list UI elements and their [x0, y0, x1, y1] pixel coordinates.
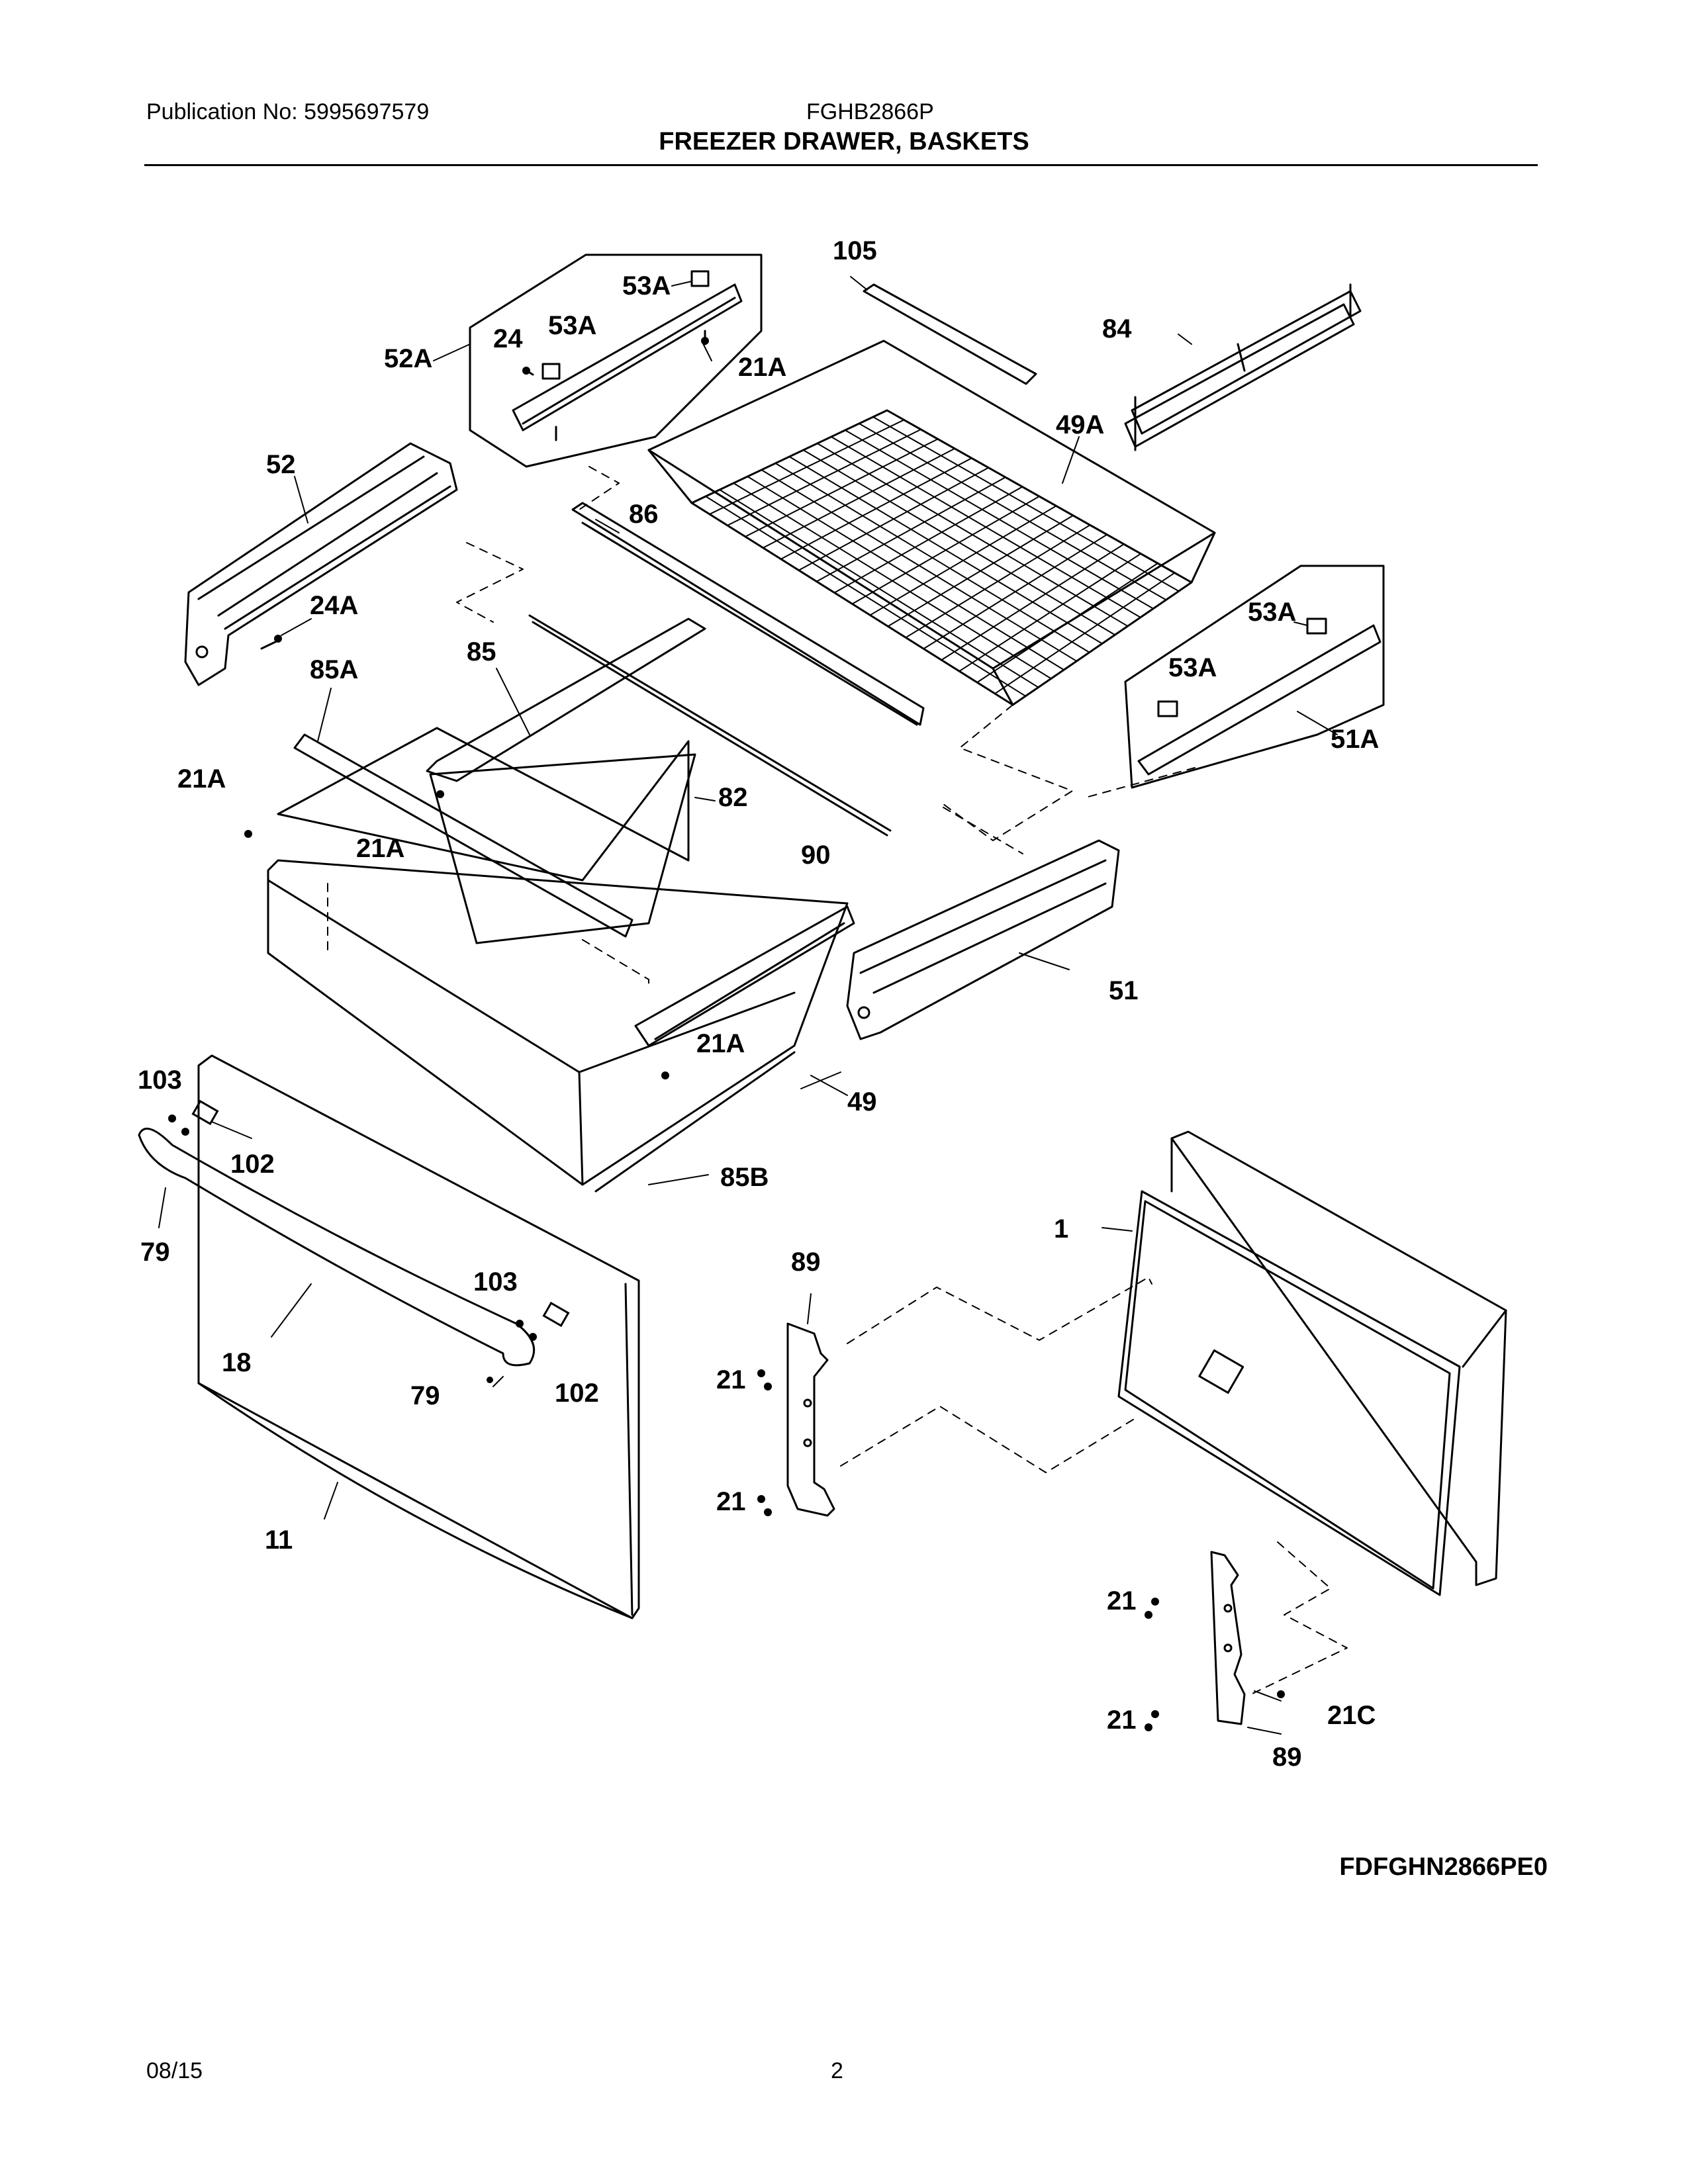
- bracket-89-lower: [1210, 1551, 1246, 1725]
- crossbar-85a: [293, 733, 633, 938]
- rod-90: [528, 614, 892, 832]
- callout-103: 103: [138, 1066, 182, 1095]
- door-liner: [1170, 1130, 1507, 1586]
- slide-rail-52: [184, 442, 458, 686]
- basket-wire-grid: [705, 416, 1180, 697]
- freezer-drawer-49: [267, 727, 855, 1193]
- callout-51a: 51A: [1331, 725, 1379, 754]
- fasteners: [168, 337, 1285, 1731]
- assembly-guide-lines: [327, 466, 1348, 1695]
- callout-89: 89: [791, 1248, 821, 1277]
- callout-82: 82: [718, 783, 748, 812]
- callout-labels: 53A 24 53A 52A 21A 105 84 49A 52 86 24A …: [138, 236, 1379, 1772]
- callout-18: 18: [222, 1348, 252, 1377]
- drawer-front-panel-11: [197, 1054, 640, 1619]
- callout-21: 21: [1107, 1706, 1137, 1735]
- callout-103: 103: [473, 1267, 518, 1297]
- handle-bracket-102: [191, 1099, 570, 1328]
- callout-85a: 85A: [310, 655, 358, 684]
- diagram-code: FDFGHN2866PE0: [1339, 1853, 1548, 1881]
- callout-89: 89: [1272, 1743, 1302, 1772]
- callout-11: 11: [265, 1525, 293, 1555]
- slide-rail-51: [846, 839, 1120, 1040]
- tray-85: [426, 617, 706, 782]
- front-rail-105: [863, 283, 1037, 385]
- page-number: 2: [831, 2058, 843, 2083]
- callout-24: 24: [493, 324, 523, 353]
- callout-79: 79: [410, 1381, 440, 1410]
- callout-90: 90: [801, 841, 831, 870]
- callout-102: 102: [230, 1150, 275, 1179]
- callout-21a: 21A: [177, 764, 226, 794]
- callout-21: 21: [716, 1365, 746, 1394]
- footer-date: 08/15: [146, 2058, 203, 2083]
- callout-86: 86: [629, 500, 659, 529]
- callout-102: 102: [555, 1379, 599, 1408]
- door-gasket-1: [1117, 1190, 1461, 1596]
- callout-85: 85: [467, 637, 496, 666]
- callout-105: 105: [833, 236, 877, 265]
- bracket-89-upper: [786, 1322, 835, 1517]
- callout-1: 1: [1054, 1214, 1068, 1244]
- callout-52a: 52A: [384, 344, 432, 373]
- callout-85b: 85B: [720, 1163, 769, 1192]
- callout-21: 21: [716, 1487, 746, 1516]
- slide-rail-51a-detail: [1124, 565, 1385, 789]
- callout-53a: 53A: [1248, 598, 1296, 627]
- callout-21a: 21A: [696, 1029, 745, 1058]
- callout-21c: 21C: [1327, 1701, 1376, 1730]
- callout-21a: 21A: [738, 353, 786, 382]
- header-rule: [144, 164, 1538, 166]
- callout-24a: 24A: [310, 591, 358, 620]
- model-number: FGHB2866P: [806, 99, 934, 124]
- callout-52: 52: [266, 450, 296, 479]
- handle-18: [138, 1128, 536, 1367]
- callout-49: 49: [847, 1087, 877, 1116]
- slide-rail-52a-detail: [469, 253, 763, 468]
- callout-21a: 21A: [356, 834, 404, 863]
- wire-basket-49a: [647, 340, 1216, 706]
- publication-number: Publication No: 5995697579: [146, 99, 430, 124]
- callout-53a: 53A: [1168, 653, 1217, 682]
- callout-53a: 53A: [548, 311, 596, 340]
- callout-79: 79: [140, 1238, 170, 1267]
- divider-84: [1124, 283, 1362, 451]
- callout-53a: 53A: [622, 271, 671, 300]
- callout-21: 21: [1107, 1586, 1137, 1615]
- page-title: FREEZER DRAWER, BASKETS: [659, 128, 1029, 156]
- callout-49a: 49A: [1056, 410, 1104, 439]
- callout-51: 51: [1109, 976, 1139, 1005]
- front-trim-86: [571, 502, 925, 726]
- callout-84: 84: [1102, 314, 1132, 343]
